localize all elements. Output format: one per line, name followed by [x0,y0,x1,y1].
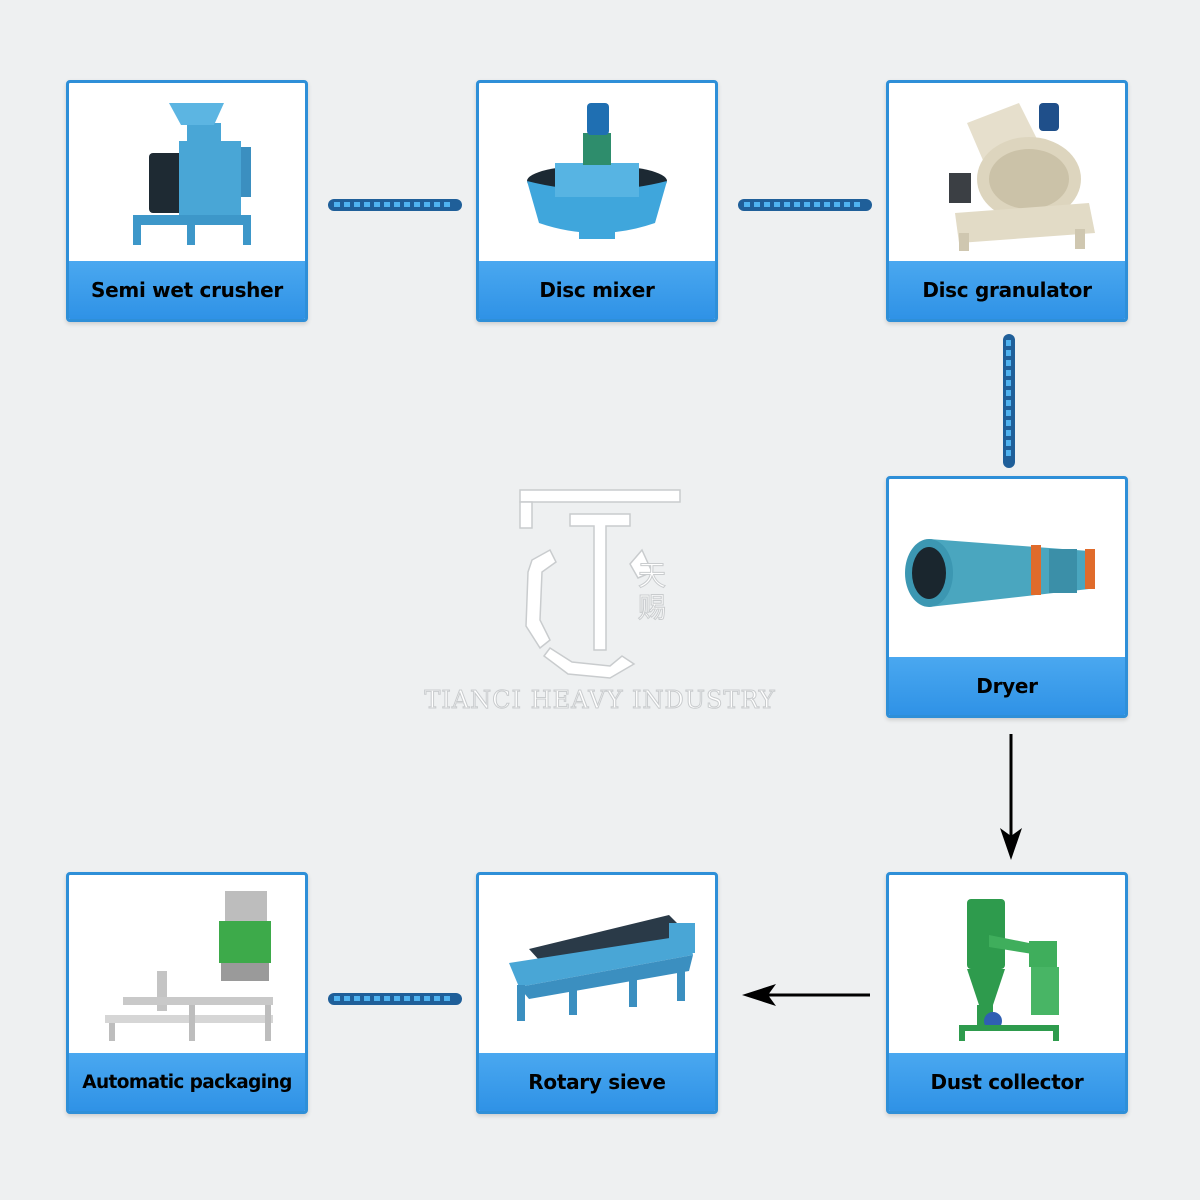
step-label: Dryer [889,657,1125,715]
step-card-rotary-sieve: Rotary sieve [476,872,718,1114]
conveyor-sieve-to-packaging [328,993,462,1005]
step-label: Rotary sieve [479,1053,715,1111]
arrow-dryer-to-dust-collector [1000,734,1022,860]
watermark-brand-cn: 天赐 [638,559,667,624]
disc-mixer-icon [527,103,667,239]
conveyor-mixer-to-granulator [738,199,872,211]
step-label: Disc granulator [889,261,1125,319]
tianci-logo-watermark [519,489,681,679]
packaging-machine-icon [105,891,273,1041]
watermark-brand-text: TIANCI HEAVY INDUSTRY [424,686,776,715]
arrow-dust-collector-to-sieve [742,984,870,1006]
step-card-disc-mixer: Disc mixer [476,80,718,322]
step-card-dust-collector: Dust collector [886,872,1128,1114]
conveyor-crusher-to-mixer [328,199,462,211]
semi-wet-crusher-icon [133,103,251,245]
step-label: Automatic packaging [69,1053,305,1111]
rotary-dryer-icon [905,539,1095,607]
step-label: Semi wet crusher [69,261,305,319]
step-card-disc-granulator: Disc granulator [886,80,1128,322]
step-card-automatic-packaging: Automatic packaging [66,872,308,1114]
step-label: Dust collector [889,1053,1125,1111]
rotary-sieve-icon [509,915,695,1021]
step-label: Disc mixer [479,261,715,319]
step-card-dryer: Dryer [886,476,1128,718]
disc-granulator-icon [949,103,1095,251]
dust-collector-icon [959,899,1059,1041]
step-card-semi-wet-crusher: Semi wet crusher [66,80,308,322]
conveyor-granulator-to-dryer [1003,334,1015,468]
